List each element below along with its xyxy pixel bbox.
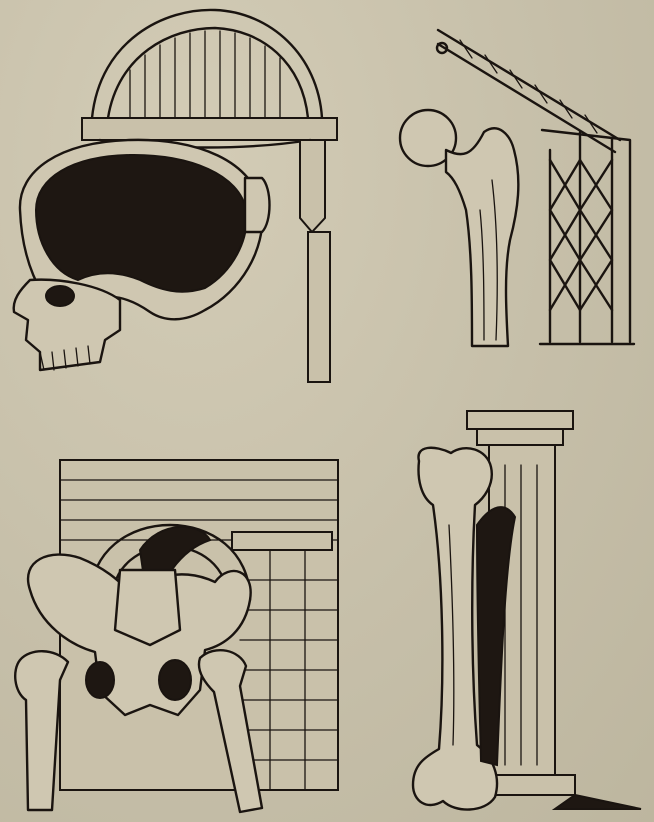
- skull-dome-panel: [0, 0, 345, 390]
- pelvis-arch-drawing: [0, 430, 345, 822]
- dome-hatching: [130, 31, 280, 118]
- femur-crane-panel: [380, 10, 654, 360]
- skull-cavity: [36, 155, 247, 292]
- crane-tower: [542, 130, 630, 342]
- column-echinus: [477, 429, 563, 445]
- dome-inner-outline: [108, 28, 308, 118]
- skull-dome-drawing: [0, 0, 345, 390]
- column-capital: [467, 411, 573, 429]
- dome-pillar-capital: [300, 140, 325, 232]
- bone-column-panel: [405, 405, 654, 822]
- column-shadow: [555, 795, 641, 809]
- dome-pillar-shaft: [308, 232, 330, 382]
- dome-lintel: [82, 118, 337, 140]
- crane-jib-lattice: [460, 40, 597, 133]
- skull-eye-socket: [46, 286, 74, 306]
- pelvis-sacrum: [115, 570, 180, 645]
- skull-ear: [245, 178, 270, 232]
- femur-crane-drawing: [380, 10, 654, 360]
- pelvis-left-foramen: [86, 662, 114, 698]
- bone-column-drawing: [405, 405, 654, 822]
- pelvis-arch-panel: [0, 430, 345, 822]
- pelvis-right-foramen: [159, 660, 191, 700]
- arch-impost: [232, 532, 332, 550]
